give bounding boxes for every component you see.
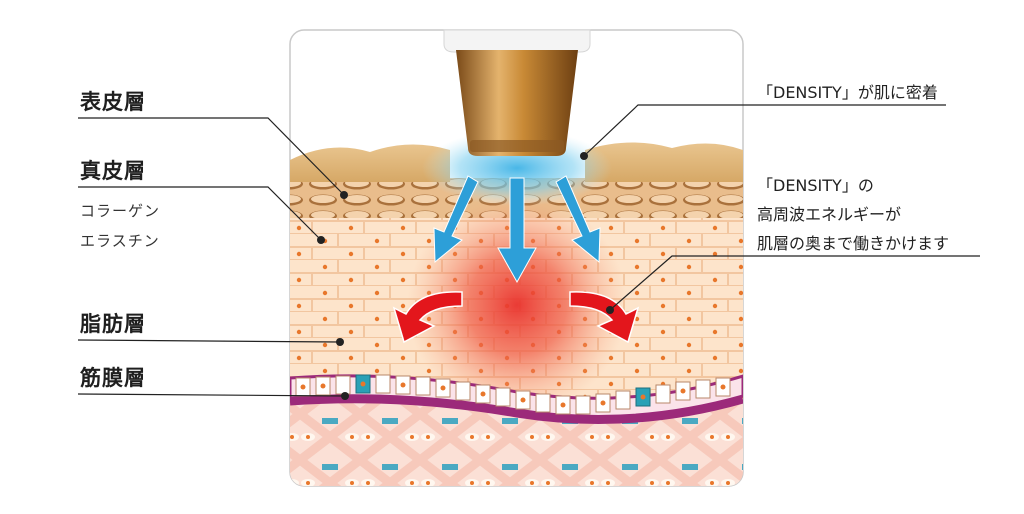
note-energy-line3: 肌層の奥まで働きかけます [757,234,950,253]
label-fascia: 筋膜層 [80,366,146,390]
heat-zone [407,195,627,415]
density-device [443,29,591,156]
label-dermis: 真皮層 [80,159,146,183]
label-fat: 脂肪層 [80,312,146,336]
note-energy-line2: 高周波エネルギーが [757,205,902,224]
note-energy-line1: 「DENSITY」の [757,176,874,195]
leader-lines [77,104,980,400]
skin-surface [290,144,450,182]
curved-arrow-icon [392,291,640,344]
label-elastin: エラスチン [80,232,160,250]
note-contact: 「DENSITY」が肌に密着 [757,83,938,102]
label-epidermis: 表皮層 [80,90,146,114]
down-arrow-icon [433,175,601,284]
label-collagen: コラーゲン [80,202,161,220]
